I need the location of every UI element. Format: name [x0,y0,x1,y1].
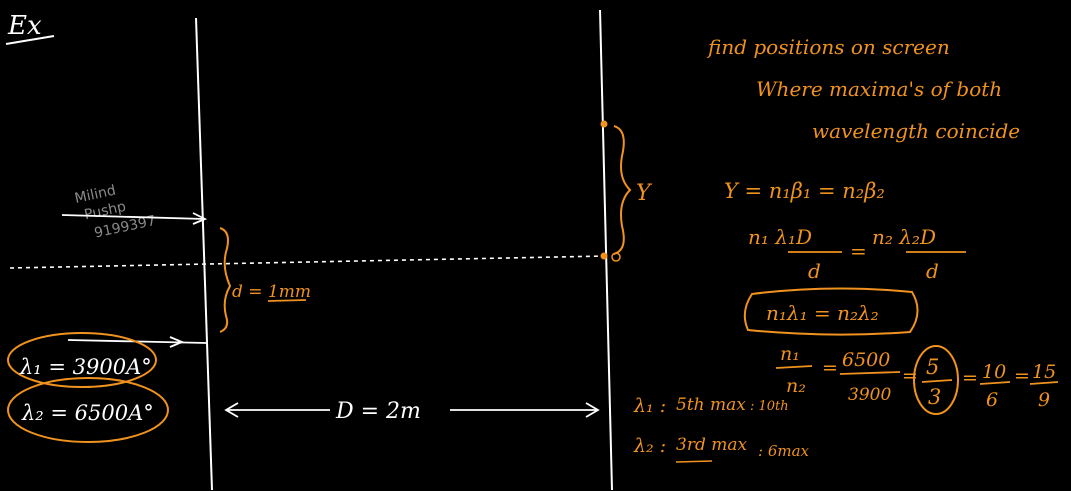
eq2-right-numerator: n₂ λ₂D [872,225,936,249]
ratio-9: 9 [1038,389,1050,411]
wavelength-1-group: λ₁ = 3900A° [7,332,157,388]
solution-block: Y = n₁β₁ = n₂β₂ n₁ λ₁D d = n₂ λ₂D d n₁λ₁… [633,179,1059,463]
y-distance-label: Y [636,181,653,206]
central-axis-dashed [9,255,607,269]
screen-line [599,9,613,491]
wavelength-2-circle [7,377,169,443]
note1-extra: : 10th [750,399,789,414]
question-block: find positions on screen Where maxima's … [706,35,1020,143]
ratio-eq-1: = [822,357,838,379]
heading-text: Ex [7,11,42,41]
boxed-equation: n₁λ₁ = n₂λ₂ [766,301,879,325]
equation-fringe-width: Y = n₁β₁ = n₂β₂ [724,179,885,203]
ratio-6: 6 [986,389,998,411]
eq2-right-denominator: d [926,259,939,283]
boxed-equation-border [743,287,919,336]
coincide-point-center [600,252,608,260]
eq2-equals: = [850,239,867,263]
watermark: Milind Pushp 9199397 [73,183,157,242]
ratio-r1-bar [979,381,1011,385]
question-line-1: find positions on screen [706,35,950,59]
example-heading: Ex [5,11,55,45]
ratio-eq-3: = [962,367,978,389]
slit-separation-brace [219,227,232,333]
incoming-ray-top [61,212,208,225]
eq2-left-denominator: d [808,259,821,283]
ratio-r2-bar [1029,381,1059,385]
slit-separation-underline [267,299,307,302]
ratio-n-bar [775,365,813,369]
wavelength-1-text: λ₁ = 3900A° [19,355,152,379]
ratio-15: 15 [1032,361,1056,383]
ratio-5: 5 [926,355,939,379]
slit-plane-line [195,17,213,491]
ratio-3900: 3900 [848,385,891,405]
screen-distance-label: D = 2m [335,399,421,424]
ratio-boxed-circle [913,345,959,415]
ratio-3: 3 [928,385,941,409]
coincide-point-top [600,120,608,128]
slit-separation-label: d = 1mm [232,282,311,302]
ratio-10: 10 [982,361,1006,383]
note2-underline [675,460,713,463]
wavelength-2-text: λ₂ = 6500A° [21,401,154,425]
wavelength-1-circle [7,332,157,388]
wavelength-2-group: λ₂ = 6500A° [7,377,169,443]
note1-order: 5th max [676,395,746,415]
note2-extra: : 6max [758,442,810,460]
ratio-mid-bar [839,371,901,375]
ratio-6500: 6500 [842,349,890,371]
question-line-3: wavelength coincide [812,119,1020,143]
screen-distance-arrow: D = 2m [224,399,600,424]
eq2-left-numerator: n₁ λ₁D [748,225,812,249]
note2-lambda: λ₂ : [633,435,666,457]
note2-order: 3rd max [676,435,747,455]
note1-lambda: λ₁ : [633,395,666,417]
y-distance-brace [613,125,632,255]
ratio-eq-4: = [1014,365,1030,387]
ratio-n1: n₁ [780,343,800,365]
ratio-n2: n₂ [786,375,806,397]
ratio-boxed-bar [921,379,953,383]
question-line-2: Where maxima's of both [756,77,1002,101]
heading-underline [5,35,55,45]
